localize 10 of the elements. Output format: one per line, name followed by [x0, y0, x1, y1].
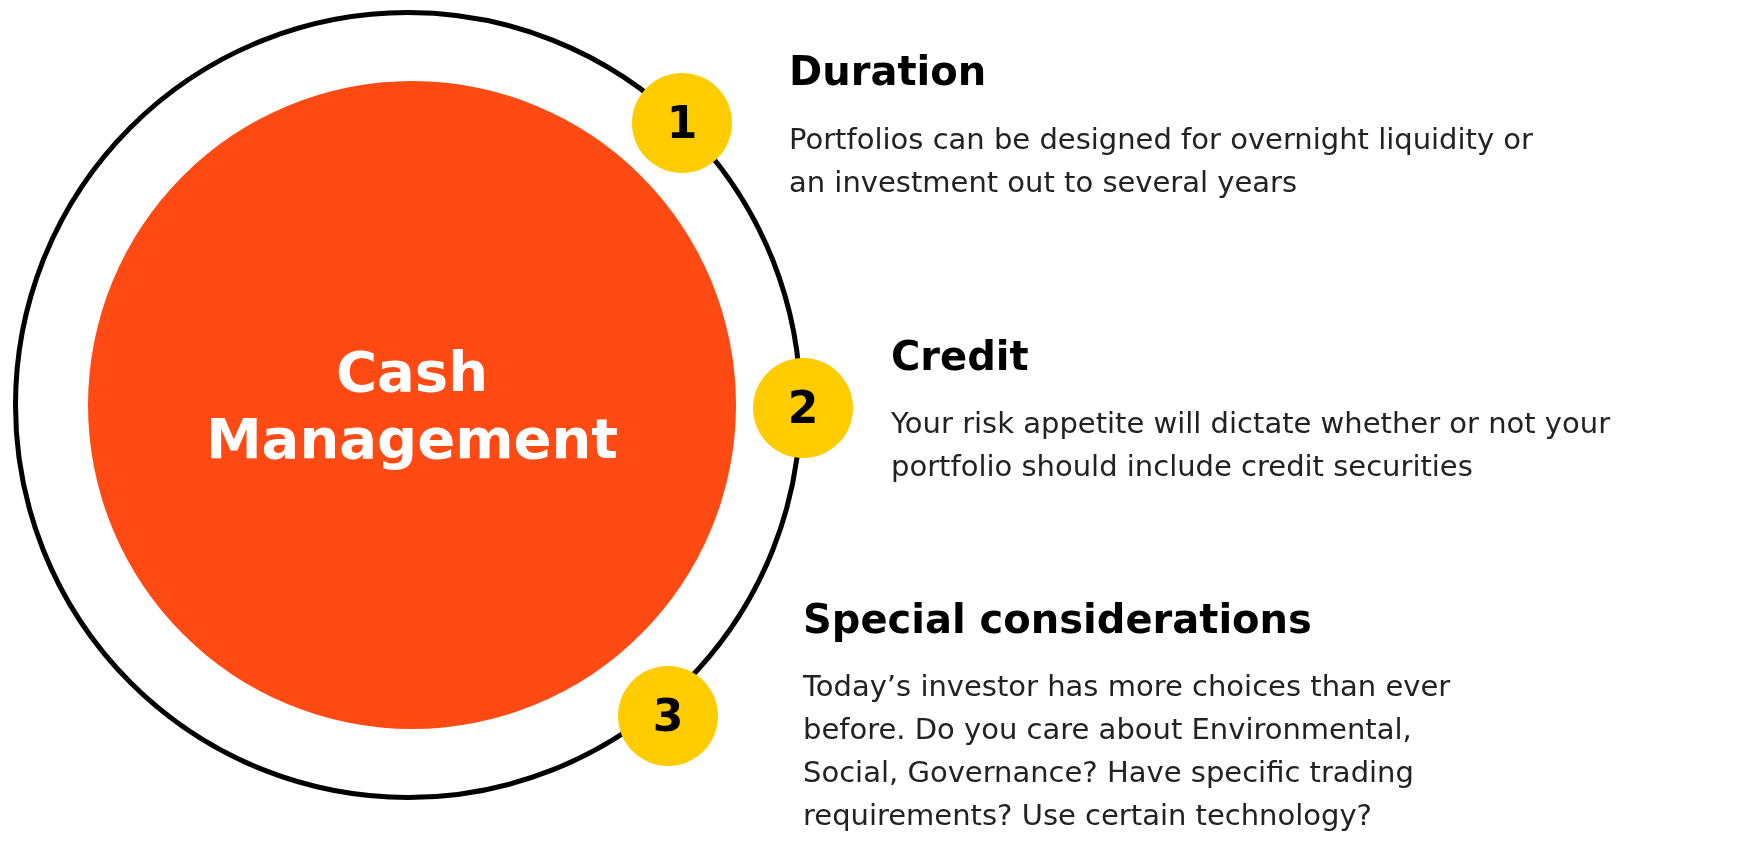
section-description: Today’s investor has more choices than ever before. Do you care about Environmental, Social, Governance? Have specific trading requirements? Use certain technology?: [803, 668, 1452, 834]
section-heading: Credit: [891, 333, 1029, 379]
section-description: Your risk appetite will dictate whether or not your portfolio should include credit securities: [891, 405, 1612, 485]
section-heading: Duration: [789, 48, 987, 94]
number-label: 2: [787, 381, 819, 435]
number-label: 3: [652, 689, 684, 743]
section-heading: Special considerations: [803, 596, 1312, 642]
number-label: 1: [666, 96, 698, 150]
center-title: Cash Management: [204, 337, 620, 473]
section-description: Portfolios can be designed for overnight liquidity or an investment out to several years: [789, 121, 1534, 201]
